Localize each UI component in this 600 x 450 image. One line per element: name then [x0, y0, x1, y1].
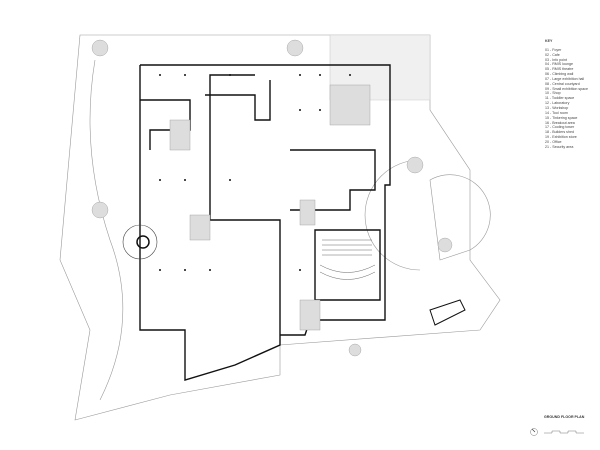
- theatre-seating: [319, 239, 376, 280]
- planting-areas: [91, 39, 453, 357]
- legend-item: 07 - Large exhibition hall: [545, 76, 585, 81]
- legend-item: 02 - Cafe: [545, 52, 560, 57]
- legend-item: 01 - Foyer: [545, 47, 562, 52]
- legend-item: 15 - Tinkering space: [545, 115, 578, 120]
- legend-item: 20 - Office: [545, 139, 562, 144]
- building-walls: [139, 64, 466, 381]
- legend-item: 19 - Exhibition store: [545, 135, 577, 140]
- legend-item: 10 - Shop: [545, 91, 561, 96]
- stair-drum: [122, 224, 158, 260]
- legend-item: 16 - Breakout area: [545, 120, 575, 125]
- north-arrow-icon: [530, 428, 538, 436]
- legend-item: 11 - Toddler space: [545, 96, 575, 101]
- legend-item: 03 - Info point: [545, 57, 567, 62]
- scale-bar: [530, 428, 584, 436]
- legend-item: 04 - RMIS lounge: [545, 62, 573, 67]
- legend-heading: KEY: [545, 39, 553, 43]
- legend-item: 21 - Security area: [545, 144, 574, 149]
- structural-columns: [159, 74, 351, 271]
- drawing-title: GROUND FLOOR PLAN: [544, 415, 585, 419]
- legend-item: 13 - Workshop: [545, 105, 569, 110]
- legend-item: 18 - Builders shed: [545, 130, 574, 135]
- site-boundary: [59, 34, 501, 421]
- legend-item: 14 - Tool room: [545, 110, 568, 115]
- legend-item: 08 - Central courtyard: [545, 81, 580, 86]
- legend-item: 17 - Cooling tower: [545, 125, 575, 130]
- legend-item: 12 - Laboratory: [545, 101, 570, 106]
- legend-item: 09 - Small exhibition space: [545, 86, 588, 91]
- legend-item: 06 - Climbing wall: [545, 72, 574, 77]
- legend-item: 05 - RMIS theatre: [545, 67, 574, 72]
